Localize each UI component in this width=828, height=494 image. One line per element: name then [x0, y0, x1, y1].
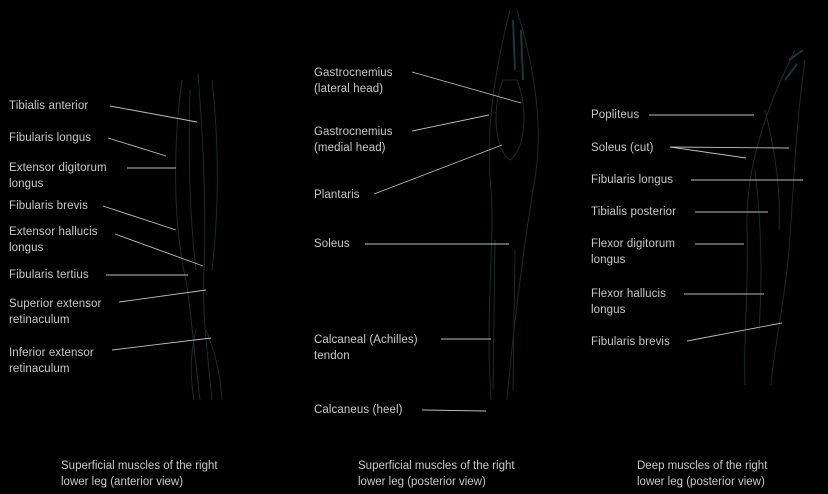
label-flexor-hallucis-longus: Flexor hallucis longus	[591, 288, 666, 316]
label-fibularis-longus-deep: Fibularis longus	[591, 174, 674, 186]
label-calcaneus-heel: Calcaneus (heel)	[314, 404, 403, 416]
label-tibialis-anterior: Tibialis anterior	[9, 100, 89, 112]
caption-posterior-superficial-view: Superficial muscles of the right lower l…	[358, 460, 515, 488]
leader-gastrocnemius-medial	[411, 114, 490, 132]
leader-gastrocnemius-lateral	[411, 71, 522, 104]
caption-posterior-deep-view: Deep muscles of the right lower leg (pos…	[637, 460, 768, 488]
leader-fibularis-brevis-deep	[686, 322, 783, 342]
label-inferior-extensor-retinaculum: Inferior extensor retinaculum	[9, 347, 94, 375]
leader-inferior-retinaculum	[111, 337, 212, 351]
label-gastrocnemius-lateral-head: Gastrocnemius (lateral head)	[314, 67, 393, 95]
label-fibularis-longus: Fibularis longus	[9, 132, 92, 144]
label-superior-extensor-retinaculum: Superior extensor retinaculum	[9, 298, 102, 326]
leader-plantaris	[373, 144, 503, 195]
label-fibularis-brevis: Fibularis brevis	[9, 200, 88, 212]
leader-extensor-hallucis	[114, 233, 204, 267]
leader-soleus-cut-a	[669, 146, 747, 159]
label-tibialis-posterior: Tibialis posterior	[591, 206, 677, 218]
label-gastrocnemius-medial-head: Gastrocnemius (medial head)	[314, 126, 393, 154]
label-fibularis-tertius: Fibularis tertius	[9, 269, 89, 281]
label-popliteus: Popliteus	[591, 109, 640, 121]
label-calcaneal-tendon: Calcaneal (Achilles) tendon	[314, 334, 418, 362]
label-soleus-cut: Soleus (cut)	[591, 142, 654, 154]
leader-superior-retinaculum	[118, 289, 207, 303]
label-extensor-digitorum-longus: Extensor digitorum longus	[9, 162, 107, 190]
label-flexor-digitorum-longus: Flexor digitorum longus	[591, 238, 676, 266]
label-plantaris: Plantaris	[314, 189, 360, 201]
leader-fibularis-brevis-anterior	[102, 205, 177, 231]
anterior-leg-illustration	[175, 73, 223, 401]
caption-anterior-view: Superficial muscles of the right lower l…	[61, 460, 218, 488]
label-extensor-hallucis-longus: Extensor hallucis longus	[9, 226, 98, 254]
leader-soleus-cut-b	[669, 146, 790, 149]
posterior-deep-leg-illustration	[744, 50, 806, 386]
leader-tibialis-anterior	[109, 105, 198, 123]
leader-fibularis-longus-anterior	[107, 137, 167, 157]
leader-calcaneus	[421, 409, 487, 412]
label-fibularis-brevis-deep: Fibularis brevis	[591, 336, 670, 348]
label-soleus: Soleus	[314, 238, 350, 250]
posterior-superficial-leg-illustration	[488, 10, 539, 401]
